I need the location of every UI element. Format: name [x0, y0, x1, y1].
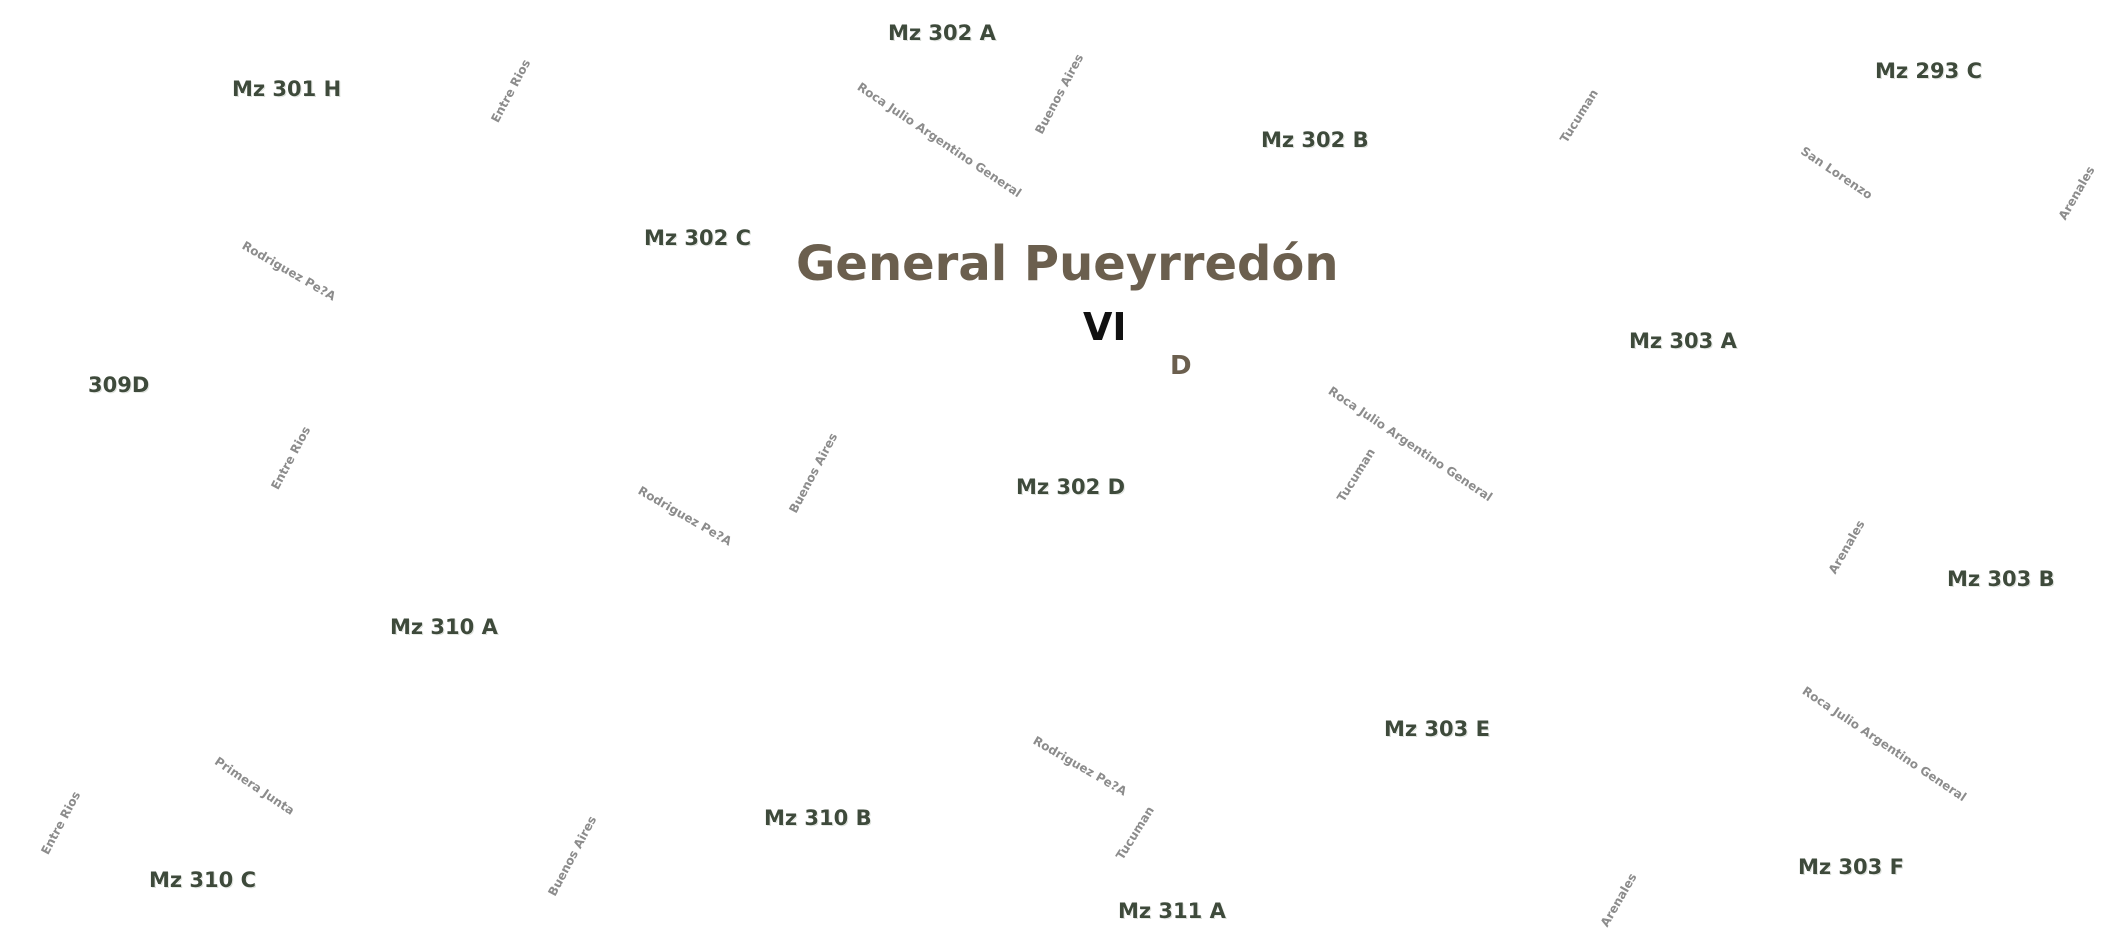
- block-label-mz-303-b: Mz 303 B: [1947, 567, 2055, 591]
- street-label-arenales: Arenales: [2055, 163, 2098, 223]
- block-label-mz-311-a: Mz 311 A: [1118, 899, 1226, 923]
- street-label-entre-rios: Entre Rios: [268, 424, 314, 492]
- street-label-san-lorenzo: San Lorenzo: [1798, 143, 1875, 203]
- block-label-mz-310-b: Mz 310 B: [764, 806, 872, 830]
- block-label-mz-302-d: Mz 302 D: [1016, 475, 1126, 499]
- street-label-entre-rios: Entre Rios: [38, 789, 84, 857]
- district-roman-numeral-label: VI: [1083, 305, 1127, 349]
- block-label-mz-303-a: Mz 303 A: [1629, 329, 1737, 353]
- street-label-roca-julio-argentino-general: Roca Julio Argentino General: [1799, 683, 1969, 805]
- block-label-mz-302-c: Mz 302 C: [644, 226, 751, 250]
- street-label-buenos-aires: Buenos Aires: [786, 430, 841, 516]
- block-label-mz-310-a: Mz 310 A: [390, 615, 498, 639]
- block-label-mz-301-h: Mz 301 H: [232, 77, 342, 101]
- street-label-buenos-aires: Buenos Aires: [545, 813, 600, 899]
- block-label-mz-302-b: Mz 302 B: [1261, 128, 1369, 152]
- block-label-mz-303-e: Mz 303 E: [1384, 717, 1490, 741]
- street-label-roca-julio-argentino-general: Roca Julio Argentino General: [854, 79, 1024, 201]
- block-label-mz-293-c: Mz 293 C: [1875, 59, 1982, 83]
- block-label-mz-303-f: Mz 303 F: [1798, 855, 1904, 879]
- street-label-buenos-aires: Buenos Aires: [1032, 51, 1087, 137]
- block-label-mz-310-c: Mz 310 C: [149, 868, 256, 892]
- block-label-309d: 309D: [88, 373, 150, 397]
- street-label-tucuman: Tucuman: [1334, 445, 1379, 505]
- district-sub-label: D: [1170, 351, 1192, 381]
- street-label-entre-rios: Entre Rios: [488, 57, 534, 125]
- street-label-rodriguez-pe-a: Rodriguez Pe?A: [635, 483, 735, 549]
- street-label-tucuman: Tucuman: [1557, 86, 1602, 146]
- district-name-label: General Pueyrredón: [796, 236, 1339, 292]
- street-label-primera-junta: Primera Junta: [212, 754, 298, 818]
- street-label-rodriguez-pe-a: Rodriguez Pe?A: [239, 238, 339, 304]
- street-label-rodriguez-pe-a: Rodriguez Pe?A: [1030, 733, 1130, 799]
- street-label-tucuman: Tucuman: [1113, 803, 1158, 863]
- street-label-arenales: Arenales: [1825, 517, 1868, 577]
- street-label-arenales: Arenales: [1597, 870, 1640, 930]
- block-label-mz-302-a: Mz 302 A: [888, 21, 996, 45]
